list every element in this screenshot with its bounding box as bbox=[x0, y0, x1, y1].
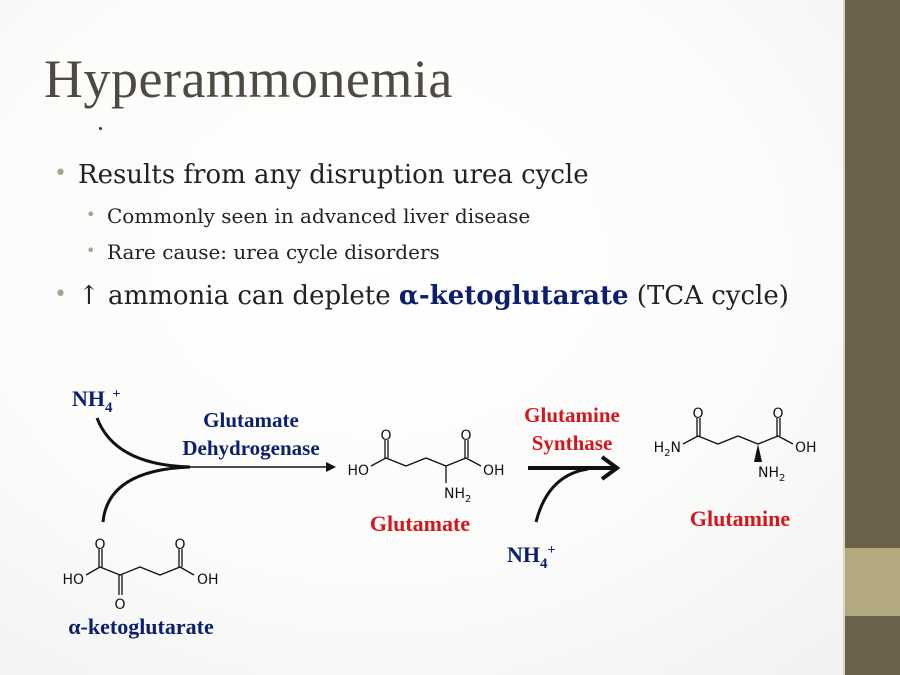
bullet-ammonia-depletion: • ↑ ammonia can deplete α-ketoglutarate … bbox=[54, 281, 789, 311]
glutamine-amine: NH2 bbox=[758, 465, 785, 484]
bullet-text: Results from any disruption urea cycle bbox=[78, 160, 589, 190]
enzyme2-name-line1: Glutamine bbox=[524, 403, 620, 427]
akg-oxygen-1: O bbox=[94, 537, 105, 553]
bullet-marker: • bbox=[86, 205, 96, 224]
slide-title: Hyperammonemia bbox=[44, 49, 453, 109]
glutamate-structure bbox=[370, 440, 482, 483]
glutamine-oxygen-2: O bbox=[772, 406, 783, 422]
bullet-text-post: (TCA cycle) bbox=[628, 281, 789, 311]
nh4-left-label: NH4+ bbox=[72, 386, 121, 416]
glutamine-amide: H2N bbox=[654, 440, 681, 459]
reaction2-arrowhead bbox=[600, 455, 621, 481]
up-arrow-icon: ↑ bbox=[78, 281, 100, 311]
alpha-ketoglutarate-emphasis: α-ketoglutarate bbox=[398, 281, 629, 311]
glutamate-hydroxyl-1: HO bbox=[347, 463, 369, 479]
glutamine-wedge-bond bbox=[754, 444, 762, 462]
akg-hydroxyl-2: OH bbox=[197, 572, 219, 588]
glutamine-oxygen-1: O bbox=[692, 406, 703, 422]
sub-bullet-rare-cause: • Rare cause: urea cycle disorders bbox=[86, 240, 440, 264]
enzyme1-name-line1: Glutamate bbox=[203, 408, 299, 432]
glutamate-oxygen-2: O bbox=[460, 428, 471, 444]
side-rail-upper bbox=[845, 0, 900, 548]
enzyme2-name-line2: Synthase bbox=[532, 431, 613, 455]
bullet-marker: • bbox=[86, 241, 96, 260]
nh4-right-label: NH4+ bbox=[507, 542, 556, 572]
akg-oxygen-2: O bbox=[174, 537, 185, 553]
sub-bullet-liver-disease: • Commonly seen in advanced liver diseas… bbox=[86, 204, 531, 228]
side-rail-divider bbox=[843, 0, 845, 675]
akg-oxygen-3: O bbox=[114, 597, 125, 613]
nh4-incoming-curve bbox=[95, 417, 191, 469]
bullet-urea-cycle: • Results from any disruption urea cycle bbox=[54, 160, 589, 190]
side-rail-accent bbox=[845, 548, 900, 616]
bullet-marker: • bbox=[54, 161, 67, 186]
bullet-text: Commonly seen in advanced liver disease bbox=[107, 204, 531, 228]
akg-incoming-curve bbox=[101, 465, 191, 523]
side-rail-lower bbox=[845, 616, 900, 675]
glutamate-hydroxyl-2: OH bbox=[483, 463, 505, 479]
bullet-text-pre: ammonia can deplete bbox=[99, 281, 399, 311]
stray-dot bbox=[99, 127, 102, 130]
glutamine-structure bbox=[682, 418, 794, 445]
glutamine-label: Glutamine bbox=[690, 506, 790, 531]
alpha-ketoglutarate-label: α-ketoglutarate bbox=[68, 614, 214, 639]
akg-hydroxyl-1: HO bbox=[62, 572, 84, 588]
glutamate-label: Glutamate bbox=[370, 511, 470, 536]
alpha-ketoglutarate-structure bbox=[85, 549, 195, 595]
glutamate-oxygen-1: O bbox=[380, 428, 391, 444]
bullet-marker: • bbox=[54, 282, 67, 307]
nh4-right-incoming-curve bbox=[534, 467, 589, 523]
bullet-text: Rare cause: urea cycle disorders bbox=[107, 240, 440, 264]
glutamine-hydroxyl: OH bbox=[795, 440, 817, 456]
glutamate-amine: NH2 bbox=[444, 486, 471, 505]
enzyme1-name-line2: Dehydrogenase bbox=[182, 436, 319, 460]
